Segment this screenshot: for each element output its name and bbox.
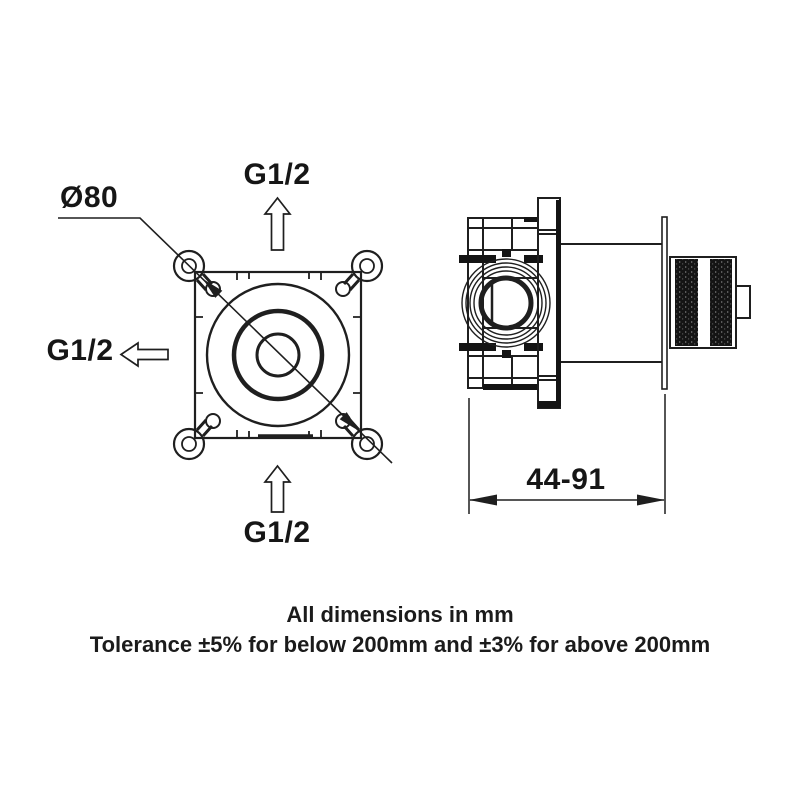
flow-arrows: [119, 196, 292, 513]
adjustable-sleeve: [561, 243, 662, 363]
leader-arrowhead-upper: [203, 279, 223, 298]
mounting-plate: [193, 270, 363, 440]
center-bore: [255, 332, 301, 378]
front-view: [58, 196, 393, 513]
cartridge-boss: [461, 249, 551, 358]
label-front-diameter: Ø80: [60, 181, 119, 214]
note-tolerance: Tolerance ±5% for below 200mm and ±3% fo…: [89, 632, 711, 657]
leader-arrowhead-lower: [339, 412, 359, 431]
label-left-port: G1/2: [46, 334, 114, 367]
note-units: All dimensions in mm: [286, 602, 514, 627]
notes-block: All dimensions in mm Tolerance ±5% for b…: [0, 600, 800, 660]
corner-ear-tabs: [172, 249, 384, 461]
flange-plate: [537, 197, 561, 409]
label-top-port: G1/2: [243, 158, 311, 191]
cap-stub: [735, 285, 751, 319]
diameter-leader: [58, 217, 393, 464]
port-bars: [459, 217, 543, 390]
arrow-left-icon: [119, 341, 169, 368]
label-bottom-port: G1/2: [243, 516, 311, 549]
middle-ring: [231, 308, 325, 402]
dim-arrowhead-right: [637, 494, 665, 506]
corner-wedges: [195, 272, 361, 438]
wall-plate: [661, 216, 668, 390]
knurled-cap: [669, 256, 751, 349]
label-depth-range: 44-91: [526, 463, 606, 496]
dim-arrowhead-left: [469, 494, 497, 506]
depth-dimension: [468, 394, 666, 514]
edge-ticks: [195, 272, 361, 438]
side-view: [459, 197, 751, 514]
arrow-up-icon: [263, 196, 292, 251]
arrow-up-bottom-icon: [263, 464, 292, 513]
outer-circle-80mm: [205, 282, 351, 428]
